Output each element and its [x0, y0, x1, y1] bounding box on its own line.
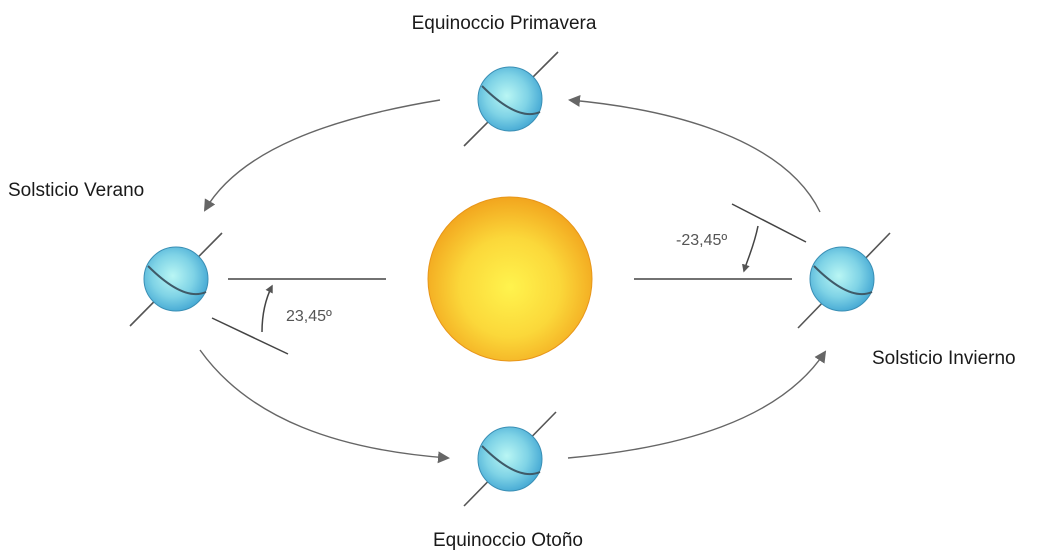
- planet-summer: [130, 233, 222, 326]
- planet-winter: [798, 233, 890, 328]
- orbit-arrow-spring-to-summer: [205, 100, 440, 210]
- orbit-arrow-winter-to-spring: [570, 100, 820, 212]
- summer-angle-arrow: [262, 286, 272, 332]
- planet-spring: [464, 52, 558, 146]
- label-autumn-equinox: Equinoccio Otoño: [433, 530, 583, 551]
- orbit-arrow-summer-to-autumn: [200, 350, 448, 458]
- planet-autumn: [464, 412, 556, 506]
- label-summer-solstice: Solsticio Verano: [8, 180, 144, 201]
- angle-label-negative: -23,45º: [676, 232, 727, 249]
- summer-tilted-line: [212, 318, 288, 354]
- winter-angle-arrow: [744, 226, 758, 271]
- orbit-arrow-autumn-to-winter: [568, 352, 825, 458]
- angle-label-positive: 23,45º: [286, 308, 332, 325]
- winter-tilted-line: [732, 204, 806, 242]
- label-spring-equinox: Equinoccio Primavera: [412, 13, 597, 34]
- label-winter-solstice: Solsticio Invierno: [872, 348, 1016, 369]
- sun: [428, 197, 592, 361]
